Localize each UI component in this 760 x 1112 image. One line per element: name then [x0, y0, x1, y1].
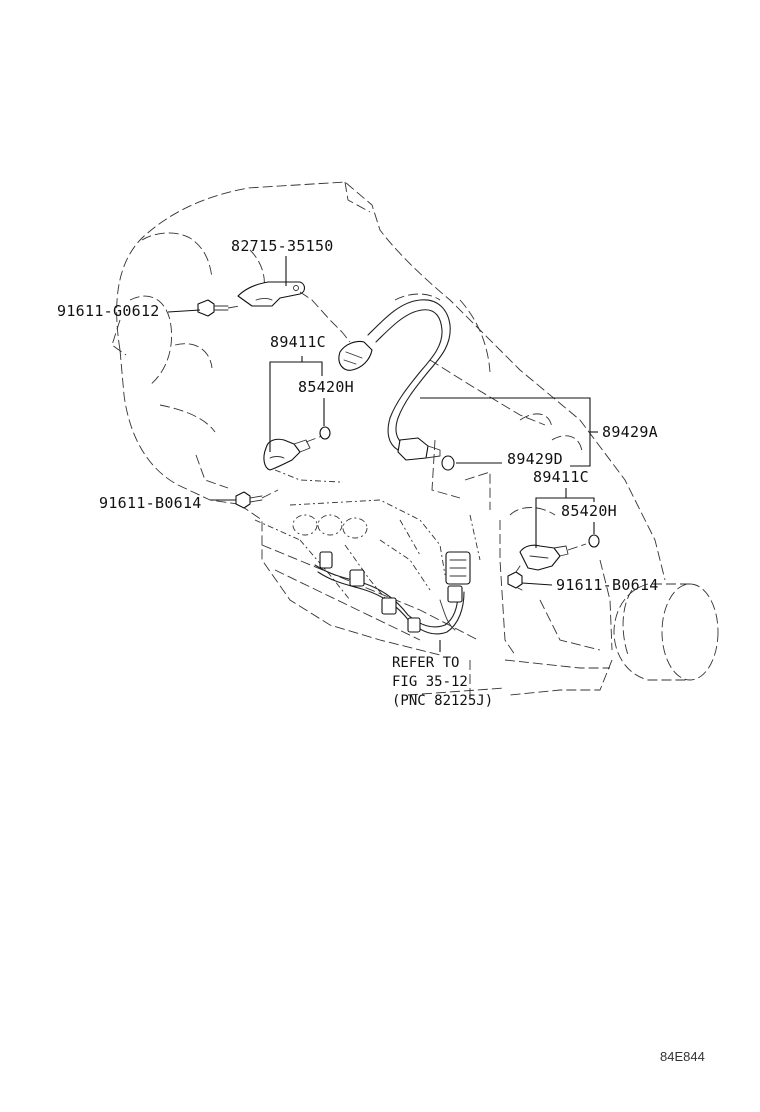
label-91611-b0614-right: 91611-B0614 [556, 576, 659, 594]
transmission-housing-outline [111, 181, 666, 700]
label-89429a: 89429A [602, 423, 658, 441]
drum-housing [613, 583, 719, 681]
sensor-bracket-82715 [237, 281, 351, 343]
figure-code: 84E844 [660, 1049, 705, 1064]
engine-block-outline [254, 469, 481, 611]
wire-harness [314, 551, 471, 635]
refer-note-line3: (PNC 82125J) [392, 693, 494, 709]
label-85420h-right: 85420H [561, 502, 617, 520]
sensor-89411c-right [507, 534, 600, 591]
oring-89429d [441, 455, 455, 471]
refer-note-line1: REFER TO [392, 655, 460, 671]
label-85420h-left: 85420H [298, 378, 354, 396]
label-89429d: 89429D [507, 450, 563, 468]
label-89411c-left: 89411C [270, 333, 326, 351]
label-91611-b0614-left: 91611-B0614 [99, 494, 202, 512]
sensor-89411c-left [263, 426, 331, 471]
speed-sensor-cable [338, 299, 451, 461]
leader-lines [167, 256, 598, 652]
label-82715-35150: 82715-35150 [231, 237, 334, 255]
bolt-91611-g0612 [197, 299, 241, 317]
label-89411c-right: 89411C [533, 468, 589, 486]
refer-note: REFER TO FIG 35-12 (PNC 82125J) [392, 654, 493, 711]
refer-note-line2: FIG 35-12 [392, 674, 468, 690]
label-91611-g0612: 91611-G0612 [57, 302, 160, 320]
bolt-91611-b0614-left [235, 489, 279, 509]
